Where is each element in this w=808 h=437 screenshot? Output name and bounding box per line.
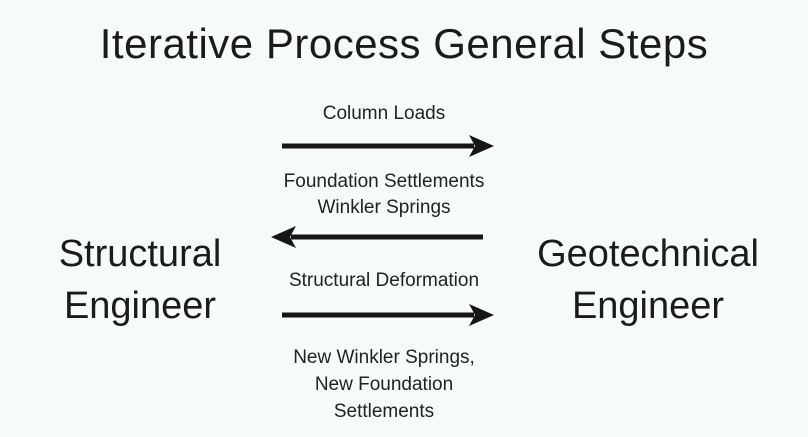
actor-structural-line2: Engineer: [63, 285, 217, 327]
flow3-results: New Winkler Springs, New Foundation Sett…: [254, 344, 514, 425]
flow2-label-foundation-settlements: Foundation Settlements: [283, 171, 485, 192]
arrow-right-icon: [280, 132, 494, 160]
actor-geotechnical-line2: Engineer: [571, 285, 725, 327]
actor-geotechnical-line1: Geotechnical: [537, 233, 759, 275]
flow1-label-column-loads: Column Loads: [322, 103, 446, 124]
actor-structural-engineer: Structural Engineer: [25, 228, 255, 332]
arrow-left-icon: [271, 223, 485, 251]
flow3-result-line2: New Foundation: [314, 374, 454, 395]
actor-geotechnical-engineer: Geotechnical Engineer: [530, 228, 766, 332]
slide-title: Iterative Process General Steps: [99, 20, 709, 67]
actor-structural-line1: Structural: [58, 233, 222, 275]
flow2-label-winkler-springs: Winkler Springs: [317, 197, 451, 218]
flow3-label-structural-deformation: Structural Deformation: [288, 270, 480, 291]
flow3-result-line3: Settlements: [333, 401, 435, 422]
arrow-right-icon: [280, 301, 494, 329]
flow3-result-line1: New Winkler Springs,: [293, 347, 475, 368]
